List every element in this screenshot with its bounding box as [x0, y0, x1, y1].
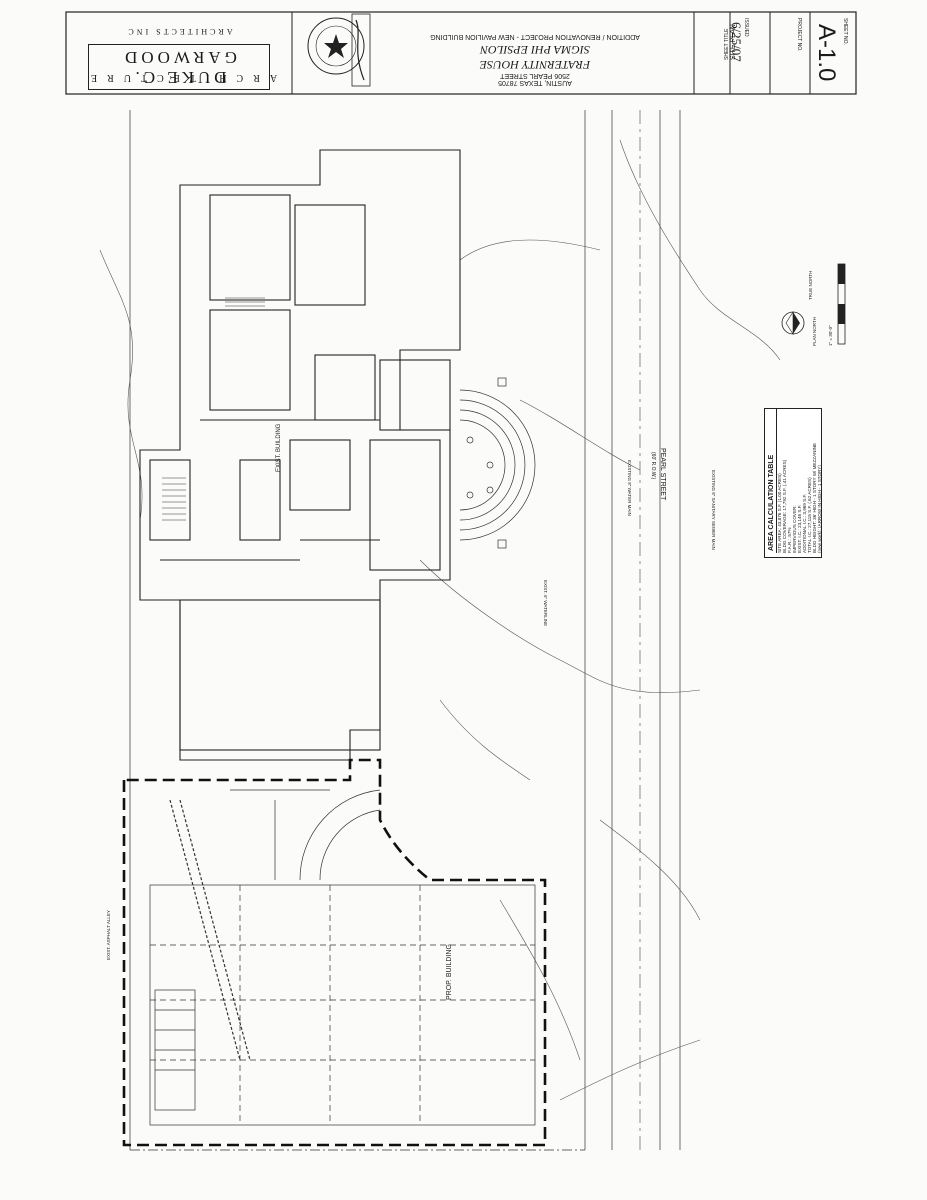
prop-building-label: PROP. BUILDING: [446, 944, 453, 1000]
water-main-label: EXISTING 8" WATER MAIN: [627, 460, 632, 516]
proposed-building-outline: [122, 758, 547, 1147]
plan-north-label: PLAN NORTH: [812, 317, 817, 346]
alley-label: EXIST. ASPHALT ALLEY: [106, 910, 111, 960]
sheet-no-label: SHEET NO.: [842, 18, 848, 45]
front-entry-portico: [459, 377, 536, 549]
scale-label: 1" = 30'-0": [828, 325, 833, 346]
area-table-title: AREA CALCULATION TABLE: [767, 409, 777, 553]
proposed-building: [149, 789, 536, 1126]
sanitary-sewer-label: EXISTING 8" SANITARY SEWER MAIN: [711, 470, 716, 550]
waterline-label: EXIST. 6" WATERLINE: [543, 580, 548, 627]
exist-building-label: EXIST. BUILDING: [276, 423, 282, 472]
street-name: PEARL STREET: [659, 448, 666, 501]
project-no-label: PROJECT NO.: [796, 18, 802, 52]
scale-bar: [837, 263, 846, 345]
north-arrow-icon: [781, 310, 805, 336]
contour-lines: [99, 139, 781, 1101]
project-line-5: ADDITION / RENOVATION PROJECT - NEW PAVI…: [430, 33, 640, 40]
area-calculation-table: AREA CALCULATION TABLE SITE AREA: 43,876…: [764, 408, 822, 558]
project-line-2: 2506 PEARL STREET: [500, 72, 570, 79]
sheet-title-cell: SHEET TITLE SITE PLAN: [696, 14, 737, 90]
true-north-label: TRUE NORTH: [808, 270, 813, 300]
project-line-4: SIGMA PHI EPSILON: [480, 43, 590, 57]
sheet-number: A-1.0: [813, 24, 840, 82]
sheet-no-cell: SHEET NO. A-1.0: [812, 14, 854, 90]
firm-name: DUKE C. GARWOOD: [88, 44, 270, 90]
firm-subtitle: ARCHITECTS INC: [125, 27, 233, 36]
project-info: AUSTIN, TEXAS 78705 2506 PEARL STREET FR…: [380, 16, 690, 90]
issued-cell: ISSUED 6/25/07: [729, 14, 768, 90]
firm-logo: ARCHITECTURE DUKE C. GARWOOD ARCHITECTS …: [68, 14, 290, 92]
street-row: (60' R.O.W.): [650, 452, 656, 480]
architect-seal: [307, 13, 371, 87]
project-no-cell: PROJECT NO.: [772, 14, 808, 90]
issued-date: 6/25/07: [729, 22, 744, 62]
area-row: (new work): (ARROW IN HIGH - 1 STORY): [817, 465, 822, 553]
title-block-frame: [65, 11, 857, 95]
stairs: [162, 297, 265, 521]
project-line-1: AUSTIN, TEXAS 78705: [498, 79, 572, 86]
project-line-3: FRATERNITY HOUSE: [479, 58, 591, 72]
existing-building: [139, 149, 461, 761]
property-lines: [129, 110, 681, 1151]
